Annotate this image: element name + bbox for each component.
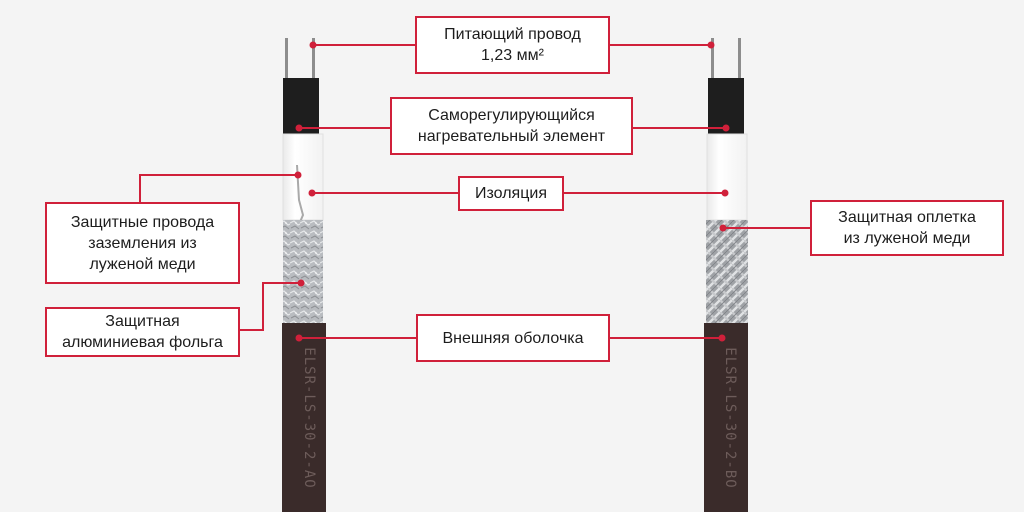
- label-ground-wires-line2: заземления из: [88, 234, 197, 252]
- connector-lines: [139, 44, 810, 339]
- dot-heating-left: [295, 124, 303, 132]
- dot-copper-braid: [719, 224, 727, 232]
- label-aluminum-foil: Защитная алюминиевая фольга: [45, 307, 240, 357]
- right-insulation: [706, 133, 748, 221]
- label-aluminum-foil-line2: алюминиевая фольга: [62, 334, 223, 351]
- label-outer-sheath-line1: Внешняя оболочка: [442, 329, 584, 347]
- right-cable: ELSR-LS-30-2-BO: [704, 38, 748, 512]
- left-outer-sheath: [282, 323, 326, 512]
- label-aluminum-foil-line1: Защитная: [105, 313, 180, 330]
- left-aluminum-foil: [283, 220, 323, 323]
- left-insulation: [282, 133, 324, 221]
- dot-insulation-left: [308, 189, 316, 197]
- left-heating-element: [283, 78, 319, 134]
- right-outer-sheath: [704, 323, 748, 512]
- label-heating-element-line1: Саморегулирующийся: [428, 107, 595, 124]
- label-heating-element: Саморегулирующийся нагревательный элемен…: [390, 97, 633, 155]
- right-copper-braid: [706, 220, 748, 323]
- left-cable: ELSR-LS-30-2-AO: [282, 38, 326, 512]
- label-copper-braid-line2: из луженой меди: [843, 230, 971, 247]
- connector-dots: [294, 41, 730, 342]
- right-conductor-2: [738, 38, 741, 80]
- label-power-wire-line2: 1,23 мм²: [481, 47, 544, 64]
- label-power-wire-line1: Питающий провод: [444, 26, 581, 43]
- dot-ground-wires: [294, 171, 302, 179]
- label-insulation: Изоляция: [458, 176, 564, 211]
- left-ground-wire: [296, 164, 305, 223]
- label-copper-braid: Защитная оплетка из луженой меди: [810, 200, 1004, 256]
- left-conductor-2: [312, 38, 315, 80]
- dot-power-left: [309, 41, 317, 49]
- right-cable-marking: ELSR-LS-30-2-BO: [722, 347, 738, 488]
- dot-insulation-right: [721, 189, 729, 197]
- dot-sheath-left: [295, 334, 303, 342]
- left-cable-marking: ELSR-LS-30-2-AO: [301, 347, 317, 488]
- dot-heating-right: [722, 124, 730, 132]
- label-ground-wires: Защитные провода заземления из луженой м…: [45, 202, 240, 284]
- dot-sheath-right: [718, 334, 726, 342]
- connector-ground-wires: [139, 174, 298, 202]
- label-outer-sheath: Внешняя оболочка: [416, 314, 610, 362]
- label-copper-braid-line1: Защитная оплетка: [838, 209, 976, 226]
- label-ground-wires-line1: Защитные провода: [70, 213, 215, 231]
- label-heating-element-line2: нагревательный элемент: [417, 128, 606, 145]
- label-insulation-line1: Изоляция: [475, 185, 547, 202]
- dot-aluminum-foil: [297, 279, 305, 287]
- label-ground-wires-line3: луженой меди: [89, 255, 196, 273]
- connector-aluminum-foil: [240, 282, 301, 331]
- label-power-wire: Питающий провод 1,23 мм²: [415, 16, 610, 74]
- dot-power-right: [707, 41, 715, 49]
- right-conductor-1: [711, 38, 714, 80]
- left-conductor-1: [285, 38, 288, 80]
